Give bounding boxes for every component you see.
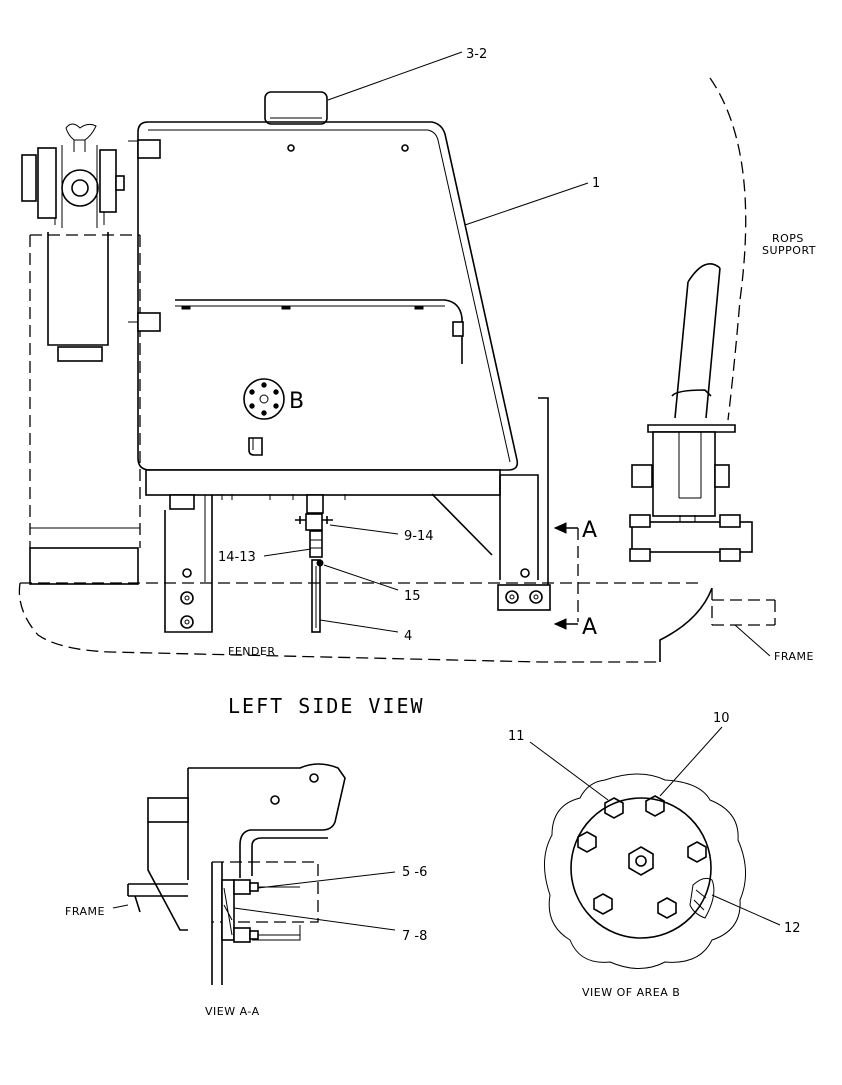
left-side-view-title: LEFT SIDE VIEW <box>228 694 425 718</box>
callout-4: 4 <box>404 629 412 644</box>
rops-support <box>629 77 753 562</box>
section-marker-a-bottom: A <box>582 615 597 640</box>
fender-label: FENDER <box>228 645 276 658</box>
callout-9-14: 9-14 <box>404 529 434 544</box>
rops-label-line2: SUPPORT <box>762 244 816 257</box>
section-line-a-a <box>553 522 579 630</box>
left-rear-assembly <box>21 123 141 585</box>
left-view-leaders <box>263 51 589 633</box>
hydraulic-tank <box>128 121 519 496</box>
callout-15: 15 <box>404 589 421 604</box>
area-b-flange <box>243 378 285 420</box>
rops-label-line1: ROPS <box>772 232 804 245</box>
flange-bolts <box>577 795 707 919</box>
drain-hose-assembly <box>295 494 333 633</box>
view-a-a: FRAME 5 -6 7 -8 VIEW A-A <box>65 763 427 1018</box>
callout-14-13: 14-13 <box>218 550 256 565</box>
frame-label-view-a-a: FRAME <box>65 905 105 918</box>
callout-12: 12 <box>784 921 801 936</box>
fender-frame <box>18 582 776 663</box>
callout-10: 10 <box>713 711 730 726</box>
area-b-marker: B <box>289 389 304 414</box>
view-of-area-b: 11 10 12 VIEW OF AREA B <box>508 711 801 999</box>
section-marker-a-top: A <box>582 518 597 543</box>
tank-brackets <box>164 397 551 633</box>
callout-5-6: 5 -6 <box>402 865 427 880</box>
left-side-view: 3-2 1 ROPS SUPPORT B 9-14 14-13 15 4 A A… <box>18 47 816 718</box>
view-a-a-title: VIEW A-A <box>205 1005 260 1018</box>
tank-cap <box>264 91 328 125</box>
callout-7-8: 7 -8 <box>402 929 427 944</box>
view-area-b-title: VIEW OF AREA B <box>582 986 680 999</box>
frame-label-left-view: FRAME <box>774 650 814 663</box>
callout-3-2: 3-2 <box>466 47 487 62</box>
callout-1: 1 <box>592 176 600 191</box>
callout-11: 11 <box>508 729 525 744</box>
